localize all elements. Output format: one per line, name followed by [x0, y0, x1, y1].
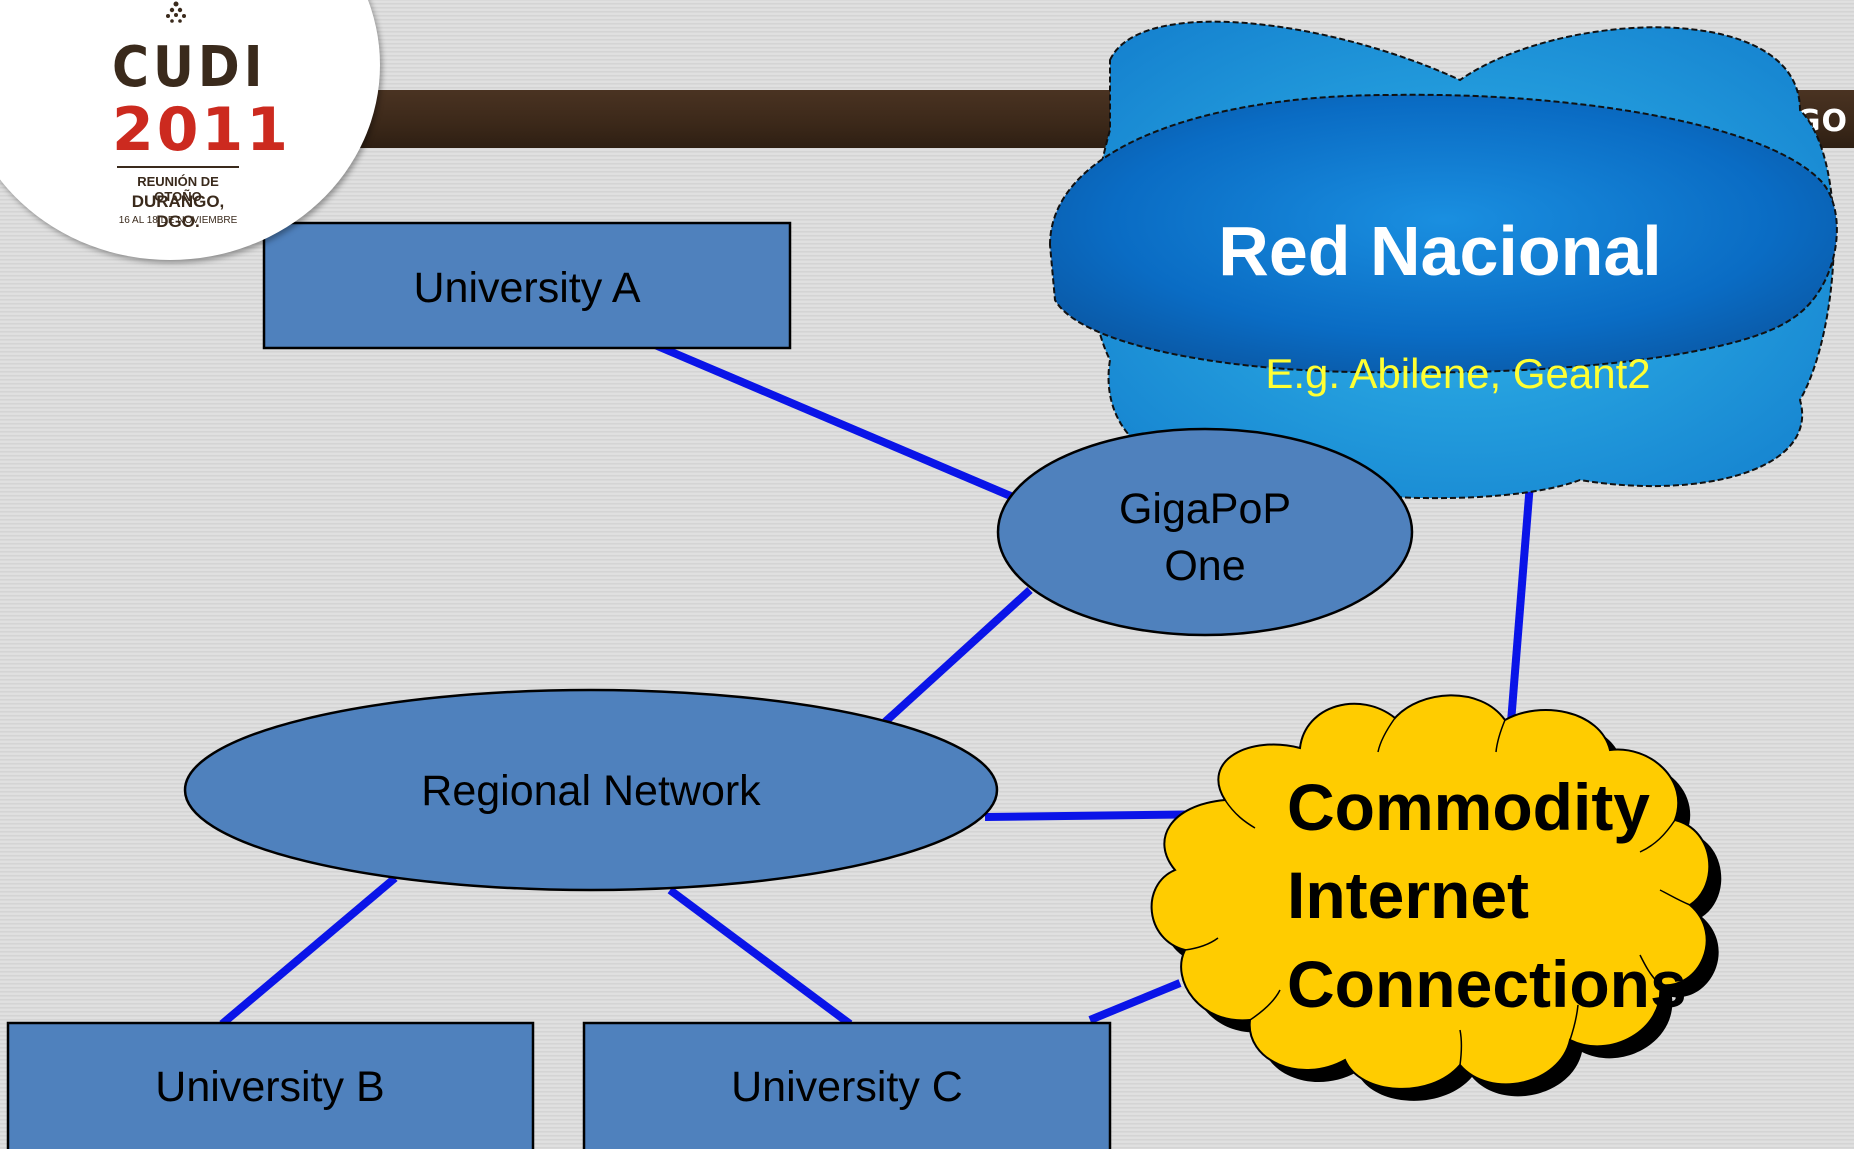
commodity-internet-cloud: Commodity Internet Connections: [1150, 694, 1722, 1101]
cudi-logo-location: DURANGO, DGO.: [131, 192, 225, 231]
gigapop-label-line1: GigaPoP: [1119, 485, 1291, 533]
cudi-logo-rule: [117, 166, 239, 168]
regional-network-ellipse: [183, 688, 999, 892]
gigapop-node: GigaPoP One: [996, 427, 1414, 637]
university-b-box: [6, 1021, 535, 1149]
link-university-a-gigapop: [653, 341, 1022, 504]
university-a-label: University A: [413, 264, 640, 312]
cudi-logo-dates: 16 AL 18 DE NOVIEMBRE: [118, 215, 238, 226]
red-nacional-subtitle: E.g. Abilene, Geant2: [1265, 350, 1650, 397]
cudi-logo-event: REUNIÓN DE OTOÑO: [137, 174, 219, 204]
university-c-node: University C: [582, 1021, 1112, 1149]
university-c-box: [582, 1021, 1112, 1149]
cudi-logo-name: CUDI: [112, 35, 267, 100]
commodity-cloud-body: [1150, 694, 1711, 1090]
red-nacional-cloud: Red Nacional E.g. Abilene, Geant2: [1048, 20, 1838, 500]
commodity-cloud-creases: [1184, 717, 1691, 1066]
university-b-node: University B: [6, 1021, 535, 1149]
link-rednacional-commodity: [1506, 457, 1536, 736]
university-c-label: University C: [731, 1063, 963, 1111]
regional-network-node: Regional Network: [183, 688, 999, 892]
red-nacional-cloud-front: [1048, 93, 1838, 374]
link-gigapop-regional: [882, 587, 1033, 725]
university-a-box: [262, 221, 792, 350]
commodity-text-line2: Internet: [1287, 858, 1529, 932]
link-regional-university-c: [667, 886, 853, 1028]
link-university-c-commodity: [1088, 979, 1182, 1024]
university-b-label: University B: [155, 1063, 384, 1111]
gigapop-ellipse: [996, 427, 1414, 637]
gigapop-label-line2: One: [1164, 542, 1245, 590]
regional-network-label: Regional Network: [421, 767, 761, 815]
cudi-logo-mark-icon: [166, 1, 186, 23]
university-a-node: University A: [262, 221, 792, 350]
red-nacional-title: Red Nacional: [1218, 212, 1661, 290]
commodity-text-line1: Commodity: [1287, 770, 1650, 844]
link-regional-university-b: [219, 874, 398, 1028]
commodity-text-line3: Connections: [1287, 947, 1687, 1021]
cudi-logo-year: 2011: [112, 95, 291, 165]
